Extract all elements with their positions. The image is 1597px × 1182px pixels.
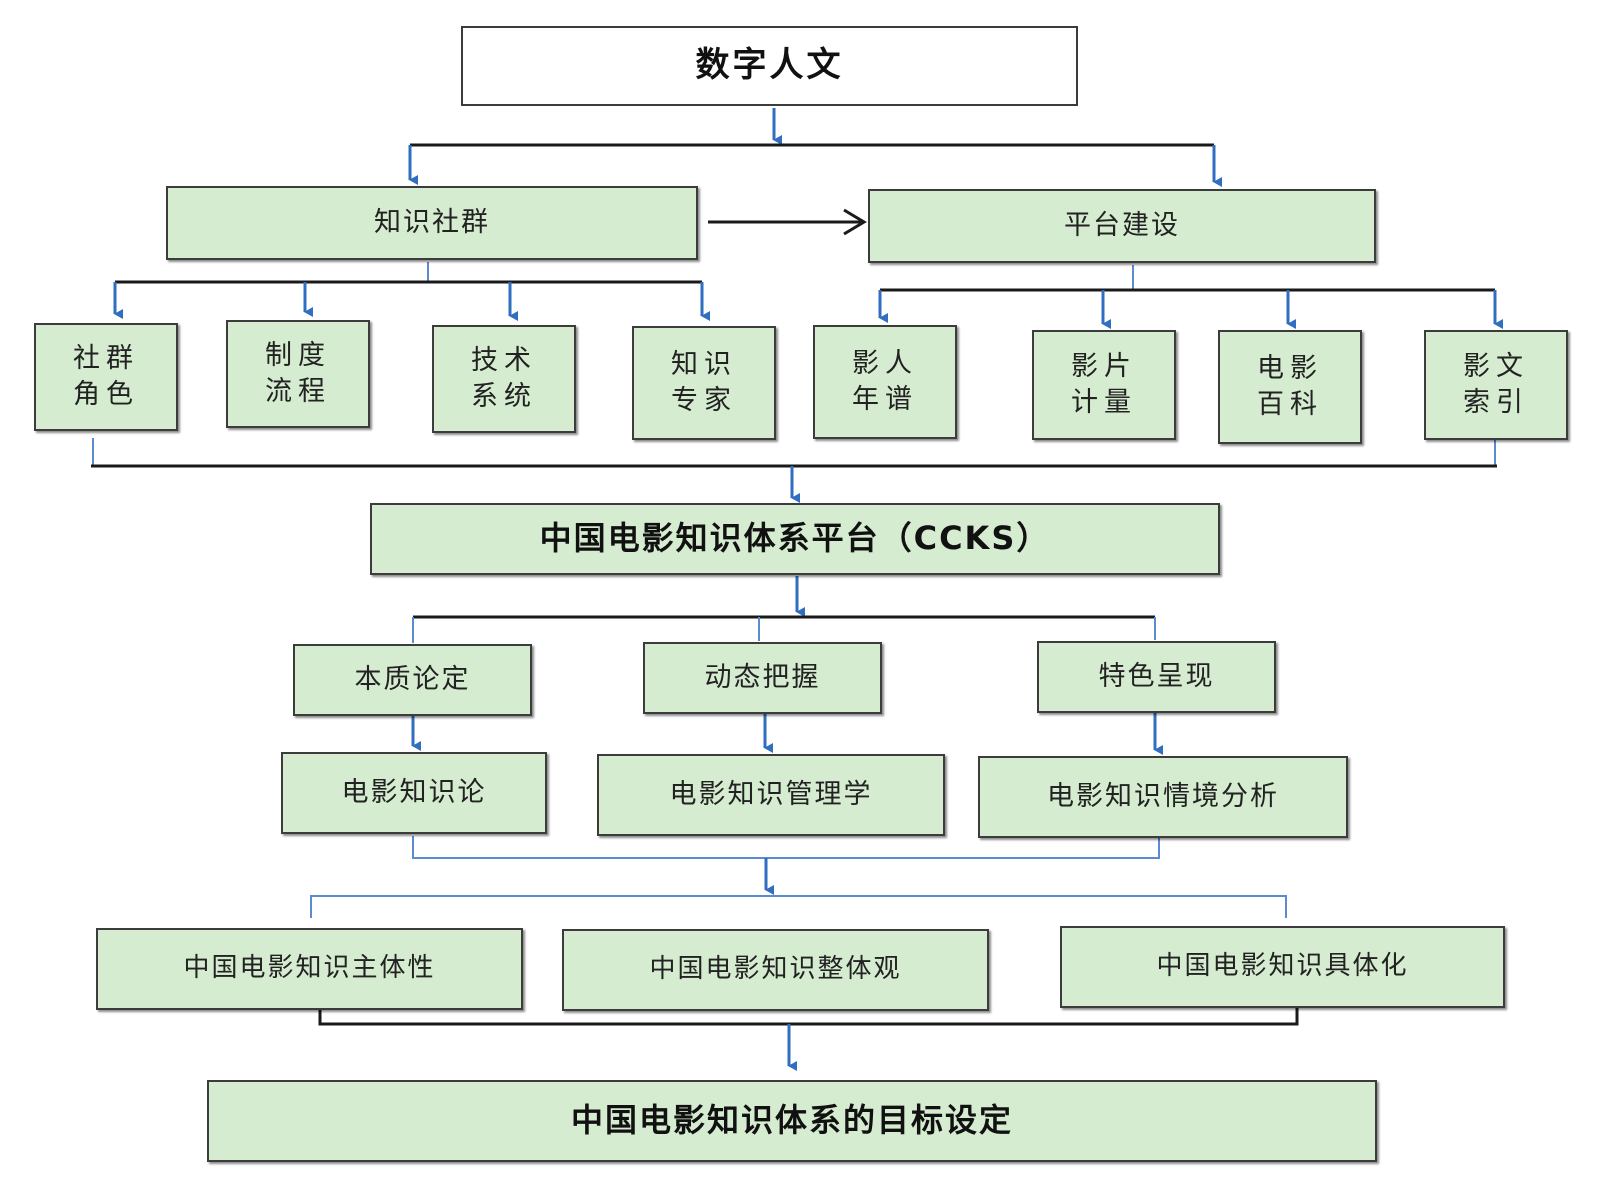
- study-2: 电影知识管理学: [597, 754, 945, 836]
- community-item-label: 社群角色: [73, 342, 139, 410]
- platform-label: 平台建设: [1064, 209, 1180, 241]
- platform-item-2: 影片计量: [1032, 330, 1176, 440]
- approach-label: 本质论定: [354, 663, 471, 695]
- approach-1: 本质论定: [293, 644, 532, 716]
- platform-item-label: 影人年谱: [852, 347, 918, 415]
- root-node: 数字人文: [461, 26, 1078, 106]
- approach-3: 特色呈现: [1037, 641, 1276, 713]
- ccks-node: 中国电影知识体系平台（CCKS）: [370, 503, 1220, 575]
- property-label: 中国电影知识具体化: [1156, 951, 1409, 982]
- community-item-label: 知识专家: [671, 348, 737, 416]
- community-item-3: 技术系统: [432, 325, 576, 433]
- goal-node: 中国电影知识体系的目标设定: [207, 1080, 1377, 1162]
- study-1: 电影知识论: [281, 752, 547, 834]
- community-label: 知识社群: [374, 206, 490, 238]
- property-label: 中国电影知识主体性: [183, 953, 436, 984]
- studies-merge-line: [412, 836, 1160, 859]
- approach-label: 特色呈现: [1098, 660, 1215, 692]
- platform-item-3: 电影百科: [1218, 330, 1362, 444]
- community-node: 知识社群: [166, 186, 698, 260]
- platform-item-label: 电影百科: [1257, 352, 1323, 420]
- community-item-4: 知识专家: [632, 326, 776, 440]
- study-3: 电影知识情境分析: [978, 756, 1348, 838]
- platform-item-1: 影人年谱: [813, 325, 957, 439]
- study-label: 电影知识情境分析: [1047, 780, 1279, 812]
- property-2: 中国电影知识整体观: [562, 929, 989, 1011]
- community-to-platform-arrowhead: [843, 208, 867, 236]
- properties-merge-line: [318, 1008, 1299, 1026]
- property-label: 中国电影知识整体观: [649, 954, 902, 985]
- community-item-2: 制度流程: [226, 320, 370, 428]
- approach-label: 动态把握: [704, 661, 821, 693]
- property-3: 中国电影知识具体化: [1060, 926, 1505, 1008]
- platform-item-label: 影文索引: [1463, 350, 1529, 418]
- goal-label: 中国电影知识体系的目标设定: [570, 1101, 1013, 1140]
- property-1: 中国电影知识主体性: [96, 928, 523, 1010]
- community-item-label: 制度流程: [265, 339, 331, 407]
- platform-item-4: 影文索引: [1424, 330, 1568, 440]
- ccks-label: 中国电影知识体系平台（CCKS）: [539, 519, 1051, 558]
- approach-2: 动态把握: [643, 642, 882, 714]
- study-label: 电影知识论: [341, 776, 487, 808]
- study-label: 电影知识管理学: [669, 778, 873, 810]
- root-label: 数字人文: [695, 45, 844, 86]
- platform-node: 平台建设: [868, 189, 1376, 263]
- community-item-1: 社群角色: [34, 323, 178, 431]
- properties-bus: [310, 895, 1287, 918]
- community-item-label: 技术系统: [471, 344, 537, 412]
- platform-item-label: 影片计量: [1071, 350, 1137, 418]
